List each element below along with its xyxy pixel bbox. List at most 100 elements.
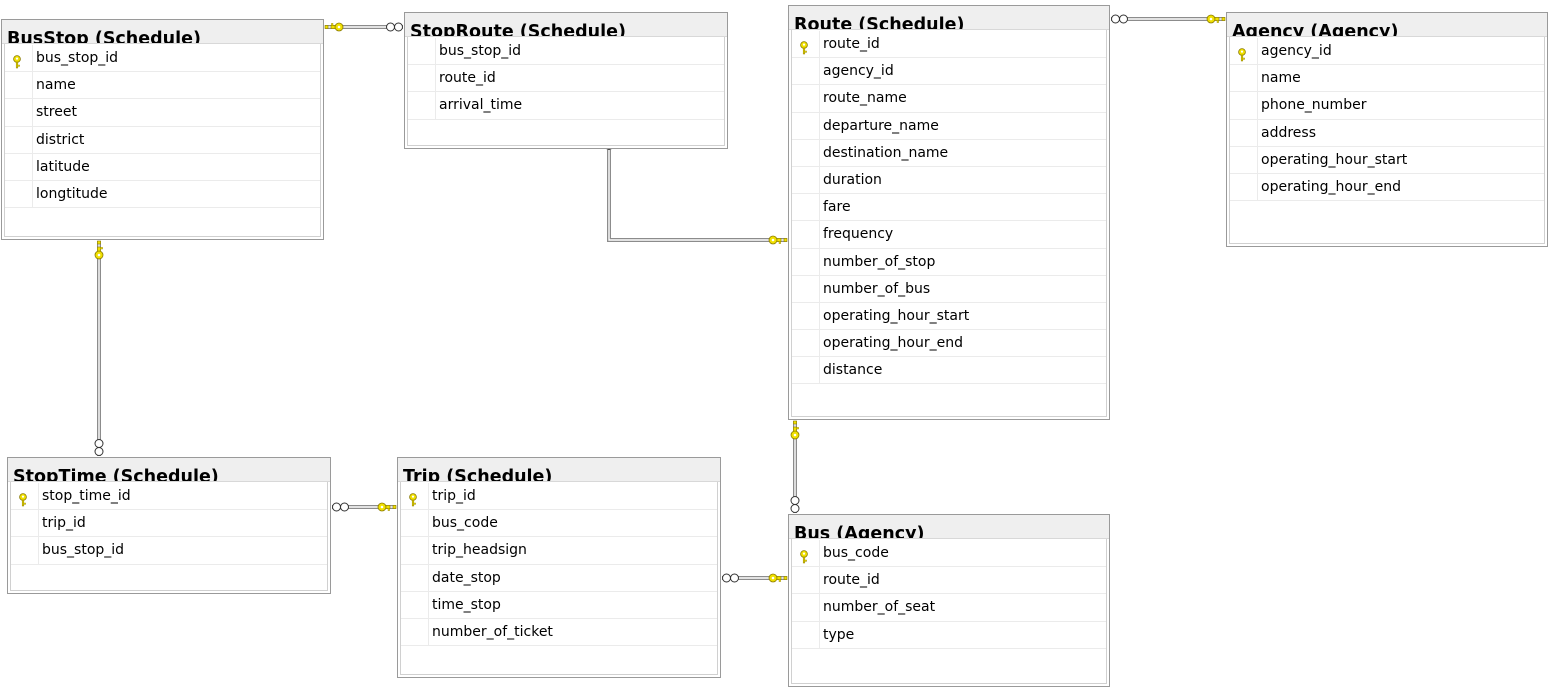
column-row[interactable]: stop_time_id: [11, 483, 327, 511]
column-row[interactable]: number_of_stop: [792, 248, 1106, 276]
row-selector: [792, 540, 820, 567]
row-selector: [792, 85, 820, 112]
column-name: trip_id: [432, 488, 476, 504]
column-row[interactable]: district: [5, 126, 320, 154]
column-row[interactable]: trip_id: [401, 483, 717, 511]
column-name: operating_hour_start: [1261, 151, 1408, 168]
one-end-key-icon: [324, 22, 344, 32]
column-row[interactable]: route_id: [792, 31, 1106, 59]
column-row[interactable]: trip_id: [11, 510, 327, 538]
row-selector: [401, 483, 429, 510]
column-row[interactable]: route_name: [792, 85, 1106, 113]
column-row[interactable]: name: [5, 72, 320, 100]
table-title: Route (Schedule): [789, 6, 1109, 30]
column-row[interactable]: name: [1230, 65, 1544, 93]
column-row[interactable]: route_id: [792, 567, 1106, 595]
primary-key-icon: [1237, 45, 1247, 62]
column-name: number_of_seat: [823, 599, 936, 616]
column-name: operating_hour_end: [1261, 178, 1401, 195]
column-row[interactable]: longtitude: [5, 180, 320, 209]
relationship-connector[interactable]: [607, 150, 787, 242]
column-row[interactable]: number_of_bus: [792, 275, 1106, 303]
row-selector: [792, 248, 820, 275]
row-selector: [401, 510, 429, 537]
column-name: trip_headsign: [432, 542, 527, 559]
row-selector: [792, 194, 820, 221]
column-name: duration: [823, 171, 882, 188]
column-row[interactable]: destination_name: [792, 139, 1106, 167]
column-row[interactable]: departure_name: [792, 112, 1106, 140]
many-end-infinity-icon: [722, 573, 739, 583]
column-row[interactable]: time_stop: [401, 591, 717, 619]
row-selector: [1230, 65, 1258, 92]
column-row[interactable]: frequency: [792, 221, 1106, 249]
one-end-key-icon: [768, 573, 788, 583]
column-row[interactable]: operating_hour_start: [1230, 146, 1544, 174]
row-selector: [792, 139, 820, 166]
column-row[interactable]: operating_hour_end: [1230, 173, 1544, 202]
column-row[interactable]: distance: [792, 357, 1106, 385]
many-end-infinity-icon: [332, 502, 349, 512]
row-selector: [408, 38, 436, 65]
primary-key-icon: [408, 490, 418, 507]
column-row[interactable]: duration: [792, 166, 1106, 195]
one-end-key-icon: [768, 235, 788, 245]
column-row[interactable]: bus_code: [792, 540, 1106, 568]
column-row[interactable]: phone_number: [1230, 92, 1544, 120]
column-row[interactable]: bus_stop_id: [408, 38, 724, 66]
column-name: bus_stop_id: [42, 542, 125, 559]
column-row[interactable]: address: [1230, 119, 1544, 147]
column-row[interactable]: trip_headsign: [401, 537, 717, 565]
column-name: date_stop: [432, 569, 501, 586]
row-selector: [792, 302, 820, 330]
column-row[interactable]: operating_hour_end: [792, 330, 1106, 358]
column-row[interactable]: bus_stop_id: [11, 537, 327, 565]
one-end-key-icon: [790, 420, 800, 440]
column-row[interactable]: arrival_time: [408, 92, 724, 120]
primary-key-icon: [799, 547, 809, 564]
row-selector: [401, 564, 429, 591]
column-row[interactable]: latitude: [5, 153, 320, 181]
column-name: address: [1261, 124, 1317, 141]
row-selector: [792, 567, 820, 594]
column-row[interactable]: number_of_ticket: [401, 618, 717, 647]
column-name: bus_stop_id: [439, 43, 522, 59]
row-selector: [5, 180, 33, 208]
row-selector: [792, 31, 820, 58]
column-name: agency_id: [823, 63, 894, 80]
row-selector: [792, 330, 820, 357]
column-row[interactable]: street: [5, 99, 320, 127]
column-name: number_of_bus: [823, 280, 931, 297]
row-selector: [5, 72, 33, 99]
column-row[interactable]: number_of_seat: [792, 594, 1106, 622]
column-name: distance: [823, 362, 883, 379]
many-end-infinity-icon: [790, 496, 800, 513]
column-row[interactable]: fare: [792, 194, 1106, 222]
column-row[interactable]: agency_id: [792, 58, 1106, 86]
column-row[interactable]: agency_id: [1230, 38, 1544, 66]
one-end-key-icon: [94, 240, 104, 260]
column-row[interactable]: bus_stop_id: [5, 45, 320, 73]
column-row[interactable]: bus_code: [401, 510, 717, 538]
column-row[interactable]: date_stop: [401, 564, 717, 592]
row-selector: [792, 166, 820, 194]
row-selector: [792, 275, 820, 302]
column-name: phone_number: [1261, 97, 1367, 114]
row-selector: [1230, 38, 1258, 65]
column-name: bus_code: [432, 515, 498, 532]
column-row[interactable]: route_id: [408, 65, 724, 93]
column-row[interactable]: type: [792, 621, 1106, 649]
column-row[interactable]: operating_hour_start: [792, 302, 1106, 331]
